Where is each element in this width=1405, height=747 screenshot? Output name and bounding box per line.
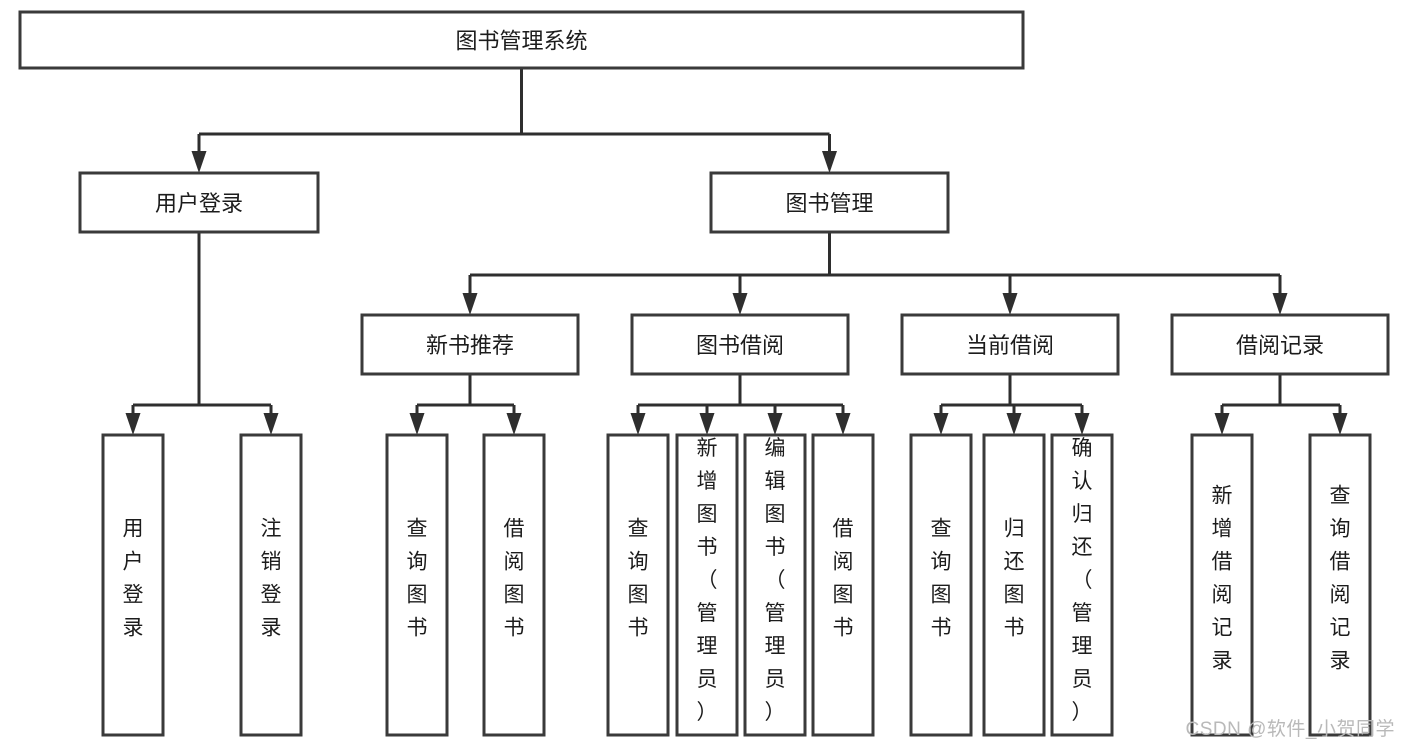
connector-group-book-borrow: [630, 374, 851, 435]
arrow-head-icon: [822, 151, 837, 173]
node-label: 新增图书（管理员）: [697, 437, 718, 724]
node-leaf-query-borrow-record[interactable]: 查询借阅记录: [1308, 433, 1372, 737]
node-label: 借阅图书: [504, 518, 525, 640]
arrow-head-icon: [263, 413, 279, 435]
node-leaf-user-logout[interactable]: 注销登录: [239, 433, 303, 737]
node-box[interactable]: [909, 433, 973, 737]
node-book-manage[interactable]: 图书管理: [709, 171, 950, 234]
arrow-head-icon: [1214, 413, 1230, 435]
connector-group-root: [191, 68, 837, 173]
node-new-book-recommend[interactable]: 新书推荐: [360, 313, 580, 376]
node-box[interactable]: [811, 433, 875, 737]
arrow-head-icon: [630, 413, 646, 435]
node-book-borrow[interactable]: 图书借阅: [630, 313, 850, 376]
nodes-layer: 图书管理系统用户登录图书管理新书推荐图书借阅当前借阅借阅记录用户登录注销登录查询…: [18, 10, 1390, 737]
node-leaf-borrow-book[interactable]: 借阅图书: [811, 433, 875, 737]
node-box[interactable]: [385, 433, 449, 737]
node-box[interactable]: [982, 433, 1046, 737]
node-leaf-user-login[interactable]: 用户登录: [101, 433, 165, 737]
node-label: 图书管理: [785, 191, 873, 216]
arrow-head-icon: [933, 413, 949, 435]
arrow-head-icon: [409, 413, 425, 435]
node-label: 新书推荐: [426, 333, 514, 358]
arrow-head-icon: [767, 413, 783, 435]
node-label: 用户登录: [155, 191, 243, 216]
arrow-head-icon: [699, 413, 715, 435]
node-user-login[interactable]: 用户登录: [78, 171, 320, 234]
node-leaf-query-book-recommend[interactable]: 查询图书: [385, 433, 449, 737]
node-label: 图书管理系统: [455, 29, 587, 54]
node-borrow-record[interactable]: 借阅记录: [1170, 313, 1390, 376]
connector-group-borrow-record: [1214, 374, 1348, 435]
node-leaf-query-book-current[interactable]: 查询图书: [909, 433, 973, 737]
node-root[interactable]: 图书管理系统: [18, 10, 1025, 70]
arrow-head-icon: [732, 293, 748, 315]
node-box[interactable]: [482, 433, 546, 737]
node-box[interactable]: [1050, 433, 1114, 737]
node-label: 查询图书: [931, 518, 952, 640]
node-label: 查询图书: [407, 518, 428, 640]
node-label: 查询借阅记录: [1330, 485, 1351, 673]
arrow-head-icon: [462, 293, 478, 315]
arrow-head-icon: [1074, 413, 1090, 435]
node-box[interactable]: [606, 433, 670, 737]
node-current-borrow[interactable]: 当前借阅: [900, 313, 1120, 376]
node-leaf-borrow-book-recommend[interactable]: 借阅图书: [482, 433, 546, 737]
connector-group-user-login: [125, 232, 279, 435]
node-box[interactable]: [101, 433, 165, 737]
node-box[interactable]: [709, 171, 950, 234]
node-box[interactable]: [1190, 433, 1254, 737]
node-box[interactable]: [1170, 313, 1390, 376]
node-label: 新增借阅记录: [1212, 485, 1233, 673]
connector-group-new-book-recommend: [409, 374, 522, 435]
arrow-head-icon: [191, 151, 207, 173]
node-label: 编辑图书（管理员）: [765, 437, 786, 724]
node-box[interactable]: [675, 433, 739, 737]
node-label: 归还图书: [1004, 518, 1025, 640]
node-box[interactable]: [18, 10, 1025, 70]
arrow-head-icon: [506, 413, 522, 435]
node-label: 图书借阅: [696, 333, 784, 358]
node-box[interactable]: [630, 313, 850, 376]
node-box[interactable]: [78, 171, 320, 234]
arrow-head-icon: [125, 413, 141, 435]
watermark-label: CSDN @软件_小贺同学: [1185, 719, 1395, 740]
arrow-head-icon: [1272, 293, 1288, 315]
node-leaf-confirm-return-admin[interactable]: 确认归还（管理员）: [1050, 433, 1114, 737]
node-leaf-query-book-borrow[interactable]: 查询图书: [606, 433, 670, 737]
connector-group-current-borrow: [933, 374, 1090, 435]
node-box[interactable]: [900, 313, 1120, 376]
node-box[interactable]: [1308, 433, 1372, 737]
arrow-head-icon: [1332, 413, 1348, 435]
arrow-head-icon: [835, 413, 851, 435]
node-leaf-edit-book-admin[interactable]: 编辑图书（管理员）: [743, 433, 807, 737]
node-box[interactable]: [239, 433, 303, 737]
node-box[interactable]: [360, 313, 580, 376]
node-label: 用户登录: [123, 518, 144, 640]
connectors-layer: [125, 68, 1348, 435]
node-label: 查询图书: [628, 518, 649, 640]
node-label: 借阅记录: [1236, 333, 1324, 358]
node-leaf-add-borrow-record[interactable]: 新增借阅记录: [1190, 433, 1254, 737]
arrow-head-icon: [1006, 413, 1022, 435]
connector-group-book-manage: [462, 232, 1288, 315]
node-label: 注销登录: [261, 518, 282, 640]
node-leaf-add-book-admin[interactable]: 新增图书（管理员）: [675, 433, 739, 737]
node-leaf-return-book[interactable]: 归还图书: [982, 433, 1046, 737]
node-label: 当前借阅: [966, 333, 1054, 358]
node-label: 确认归还（管理员）: [1072, 437, 1093, 724]
arrow-head-icon: [1002, 293, 1018, 315]
node-box[interactable]: [743, 433, 807, 737]
node-label: 借阅图书: [833, 518, 854, 640]
